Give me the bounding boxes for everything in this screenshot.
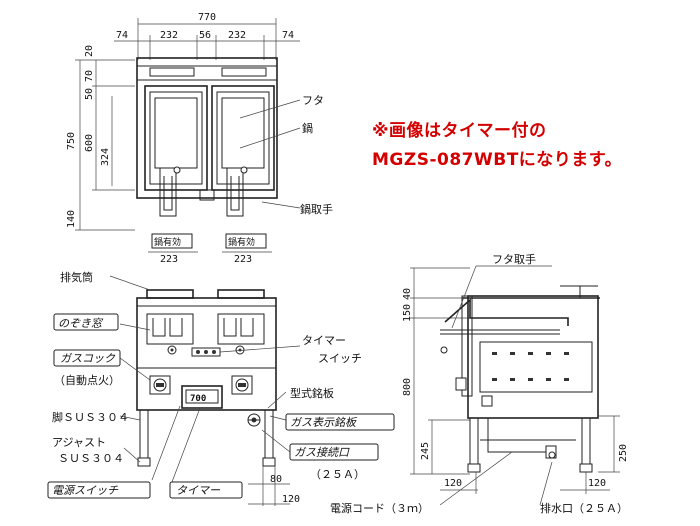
label-gas-plate: ガス表示銘板 xyxy=(290,416,358,429)
dim-overall-width: 770 xyxy=(198,12,216,23)
dim-side-245: 245 xyxy=(420,442,431,460)
basket-label-right: 鍋有効 xyxy=(228,236,255,248)
label-pot-handle: 鍋取手 xyxy=(300,202,333,216)
dim-70: 70 xyxy=(84,70,95,82)
label-timer-switch-1: タイマー xyxy=(302,334,346,347)
label-power-switch: 電源スイッチ xyxy=(52,484,119,497)
note-line-2: MGZS-087WBTになります。 xyxy=(372,150,623,170)
label-power-cord: 電源コード（３ｍ） xyxy=(330,501,429,515)
basket-label-left: 鍋有効 xyxy=(154,236,181,248)
label-lid: フタ xyxy=(302,94,324,107)
dim-50: 50 xyxy=(84,88,95,100)
dim-600: 600 xyxy=(84,134,95,152)
note-line-1: ※画像はタイマー付の xyxy=(372,121,547,141)
label-timer-switch-2: スイッチ xyxy=(318,352,362,365)
dim-750: 750 xyxy=(66,132,77,150)
label-lid-handle: フタ取手 xyxy=(492,252,536,266)
dim-side-bottom-right: 120 xyxy=(588,478,606,489)
label-adjust-2: ＳＵＳ３０４ xyxy=(58,452,124,465)
svg-text:700: 700 xyxy=(190,394,206,404)
label-gas-cock-2: （自動点火） xyxy=(54,373,120,387)
dim-324: 324 xyxy=(100,148,111,166)
dim-bottom-right: 223 xyxy=(234,254,252,265)
dim-top-1: 74 xyxy=(116,30,128,41)
label-adjust-1: アジャスト xyxy=(52,436,106,449)
label-exhaust: 排気筒 xyxy=(60,270,93,284)
label-gas-cock-1: ガスコック xyxy=(60,352,116,365)
dim-front-120: 120 xyxy=(282,494,300,505)
dim-top-2: 232 xyxy=(160,30,178,41)
dim-bottom-left: 223 xyxy=(160,254,178,265)
label-timer: タイマー xyxy=(176,484,221,497)
label-window: のぞき窓 xyxy=(58,317,104,330)
dim-side-150: 150 xyxy=(402,304,413,322)
dim-top-4: 232 xyxy=(228,30,246,41)
dim-top-3: 56 xyxy=(199,30,211,41)
dim-20: 20 xyxy=(84,45,95,57)
top-view: 770 74 232 56 232 74 750 600 324 20 50 7… xyxy=(66,12,333,265)
label-leg: 脚ＳＵＳ３０４ xyxy=(52,410,129,424)
front-view: 700 排気筒 のぞき窓 タイマー スイッチ ガスコック （自動点火） 型式銘板… xyxy=(47,270,395,506)
dim-side-bottom-left: 120 xyxy=(444,478,462,489)
label-pot: 鍋 xyxy=(302,121,313,135)
label-gas-inlet-1: ガス接続口 xyxy=(294,446,350,459)
label-drain: 排水口（２５Ａ） xyxy=(540,501,628,515)
dim-side-800: 800 xyxy=(402,378,413,396)
dim-140: 140 xyxy=(66,210,77,228)
dim-top-5: 74 xyxy=(282,30,294,41)
label-gas-inlet-2: （２５Ａ） xyxy=(310,468,365,481)
side-view: 40 150 800 245 xyxy=(330,252,629,515)
dim-front-80: 80 xyxy=(270,474,282,485)
dim-side-250: 250 xyxy=(618,444,629,462)
label-model-plate: 型式銘板 xyxy=(290,386,334,400)
dim-side-40: 40 xyxy=(402,288,413,300)
